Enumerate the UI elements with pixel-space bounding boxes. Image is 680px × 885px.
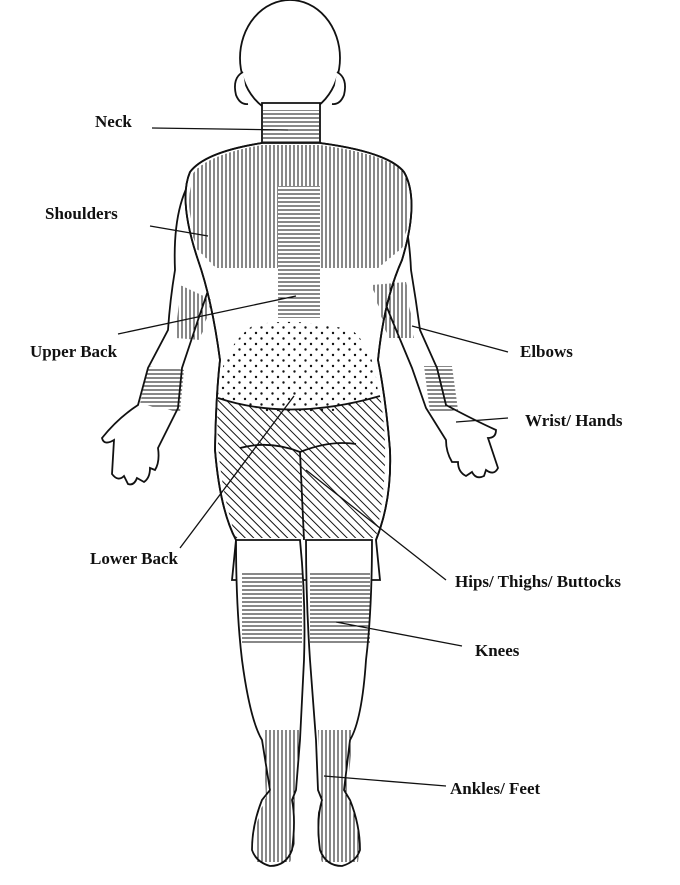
labels: Neck Shoulders Upper Back Elbows Wrist/ … [30,112,623,798]
label-neck: Neck [95,112,132,131]
left-ankle-region [255,730,300,862]
left-knee-region [242,572,302,644]
upper-back-region [278,186,320,318]
left-elbow-region [176,285,212,340]
ankles-feet-leader [323,775,447,787]
label-ankles-feet: Ankles/ Feet [450,779,541,798]
label-upper-back: Upper Back [30,342,118,361]
lower-back-region [218,321,378,414]
left-ear [234,71,249,105]
label-shoulders: Shoulders [45,204,118,223]
neck-region [263,110,319,142]
head [239,0,341,117]
hips-leader [305,469,447,581]
leader-lines [117,127,509,787]
wrist-hands-leader [455,417,509,423]
lower-back-leader [179,395,295,549]
right-knee-region [310,572,370,644]
right-wrist-region [424,366,458,412]
left-wrist-region [140,366,184,412]
label-hips-thighs-buttocks: Hips/ Thighs/ Buttocks [455,572,621,591]
right-ankle-region [317,730,359,862]
elbows-leader [411,325,509,353]
left-arm [101,167,216,486]
label-knees: Knees [475,641,520,660]
right-elbow-region [372,282,414,338]
label-wrist-hands: Wrist/ Hands [525,411,623,430]
knees-leader [335,621,463,647]
shaded-regions [140,110,458,862]
neck-leader [151,127,289,131]
label-elbows: Elbows [520,342,573,361]
label-lower-back: Lower Back [90,549,179,568]
upper-back-leader [117,295,297,335]
right-ear [331,71,346,105]
shoulders-leader [149,225,209,237]
shoulders-region [189,145,410,268]
